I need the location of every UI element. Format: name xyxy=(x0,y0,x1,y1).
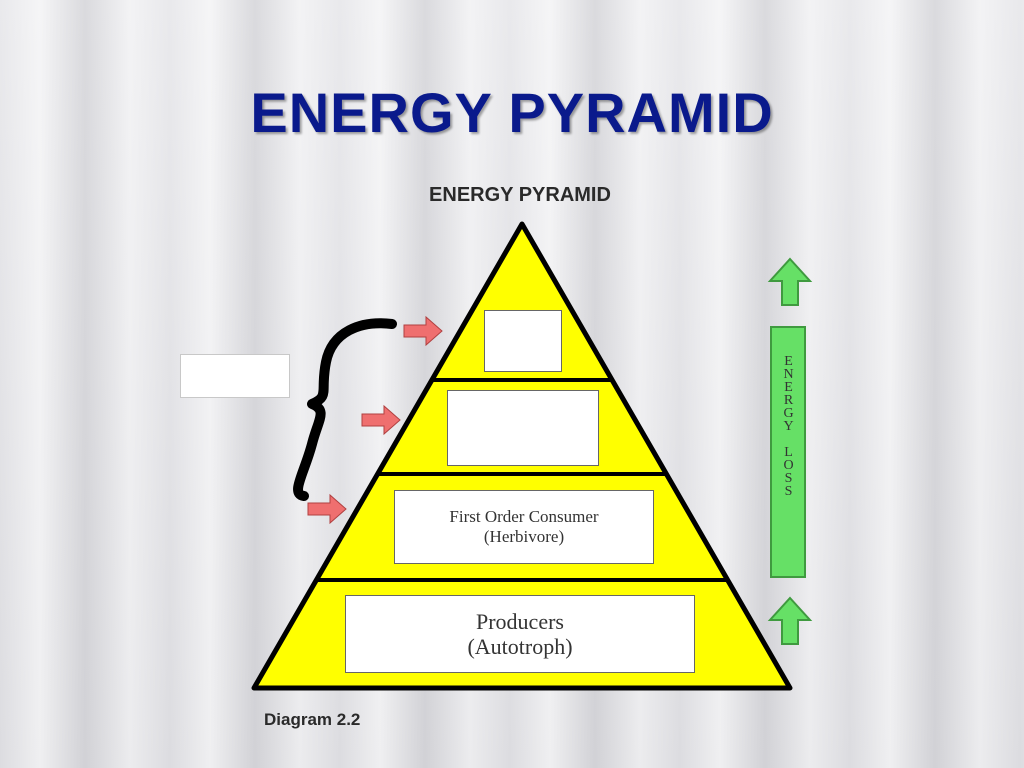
pyramid-level-herbivore-box: First Order Consumer (Herbivore) xyxy=(394,490,654,564)
slide-title: ENERGY PYRAMID xyxy=(250,81,774,144)
red-arrow-right-icon xyxy=(307,493,347,525)
red-arrow-right-icon xyxy=(403,315,443,347)
diagram-caption: Diagram 2.2 xyxy=(264,710,361,729)
pyramid-level-top-box xyxy=(484,310,562,372)
level-label: Producers xyxy=(476,609,564,634)
curly-brace-icon xyxy=(293,318,397,501)
pyramid-level-second-box xyxy=(447,390,599,466)
red-arrow-right-icon xyxy=(361,404,401,436)
energy-loss-bar: ENERGY LOSS xyxy=(770,326,806,578)
green-arrow-up-icon xyxy=(767,596,813,645)
level-label: First Order Consumer xyxy=(449,507,599,526)
pyramid-level-producers-box: Producers (Autotroph) xyxy=(345,595,695,673)
diagram-heading: ENERGY PYRAMID xyxy=(429,184,611,206)
energy-loss-label: ENERGY LOSS xyxy=(781,354,796,497)
green-arrow-up-icon xyxy=(767,257,813,306)
consumer-group-label-box xyxy=(180,354,290,398)
level-sublabel: (Herbivore) xyxy=(483,527,565,546)
level-sublabel: (Autotroph) xyxy=(467,634,573,659)
